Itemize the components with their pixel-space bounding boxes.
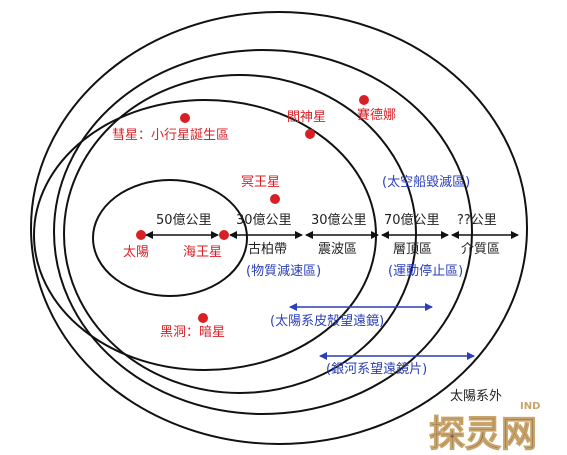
galaxy-telescope-label: (銀河系望遠鏡片)	[326, 361, 427, 377]
zone-2-name: 古柏帶	[248, 242, 287, 257]
comet-dot	[180, 113, 190, 123]
zone-5-name: 介質區	[461, 242, 500, 257]
decelerate-zone-label: (物質減速區)	[246, 263, 321, 279]
zone-5-distance: ??公里	[457, 213, 497, 228]
zone-2-distance: 30億公里	[236, 212, 292, 228]
zone-3-distance: 30億公里	[311, 212, 367, 228]
hades-label: 閻神星	[287, 110, 326, 125]
watermark-small-text: IND	[520, 401, 540, 412]
stopped-zone-label: (運動停止區)	[388, 263, 463, 279]
skin-telescope-label: (太陽系皮殼望遠鏡)	[270, 313, 384, 329]
sedna-label: 賽德娜	[357, 107, 396, 123]
sedna-dot	[359, 95, 369, 105]
blackhole-dot	[198, 313, 208, 323]
watermark-logo: 探灵网 IND	[429, 401, 541, 455]
zone-4-name: 層頂區	[393, 242, 432, 257]
hades-dot	[305, 129, 315, 139]
neptune-dot	[219, 230, 229, 240]
blackhole-label: 黑洞：暗星	[160, 325, 225, 340]
ring-4	[53, 49, 473, 415]
pluto-dot	[270, 194, 280, 204]
neptune-label: 海王星	[183, 245, 222, 260]
comet-label: 彗星：小行星誕生區	[112, 128, 229, 143]
zone-3-name: 震波區	[318, 242, 357, 257]
destroy-zone-label: (太空船毀滅區)	[382, 175, 470, 190]
sun-dot	[136, 230, 146, 240]
pluto-label: 冥王星	[241, 175, 280, 190]
outside-solar-system-label: 太陽系外	[450, 389, 502, 404]
zone-4-distance: 70億公里	[384, 212, 440, 228]
outer-ring-5	[30, 11, 528, 445]
watermark-text: 探灵网	[429, 414, 537, 455]
sun-label: 太陽	[123, 245, 149, 260]
zone-1-distance: 50億公里	[156, 212, 212, 228]
